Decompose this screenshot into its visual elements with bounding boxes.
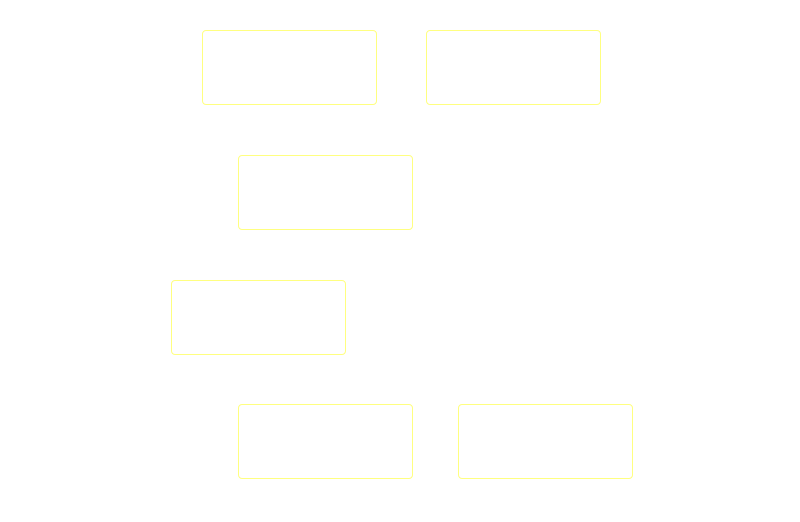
node-label xyxy=(239,156,412,229)
diagram-node xyxy=(426,30,601,105)
diagram-node xyxy=(458,404,633,479)
diagram-node xyxy=(238,404,413,479)
node-label xyxy=(459,405,632,478)
node-label xyxy=(203,31,376,104)
diagram-node xyxy=(171,280,346,355)
node-label xyxy=(239,405,412,478)
node-label xyxy=(427,31,600,104)
diagram-node xyxy=(202,30,377,105)
node-label xyxy=(172,281,345,354)
diagram-node xyxy=(238,155,413,230)
